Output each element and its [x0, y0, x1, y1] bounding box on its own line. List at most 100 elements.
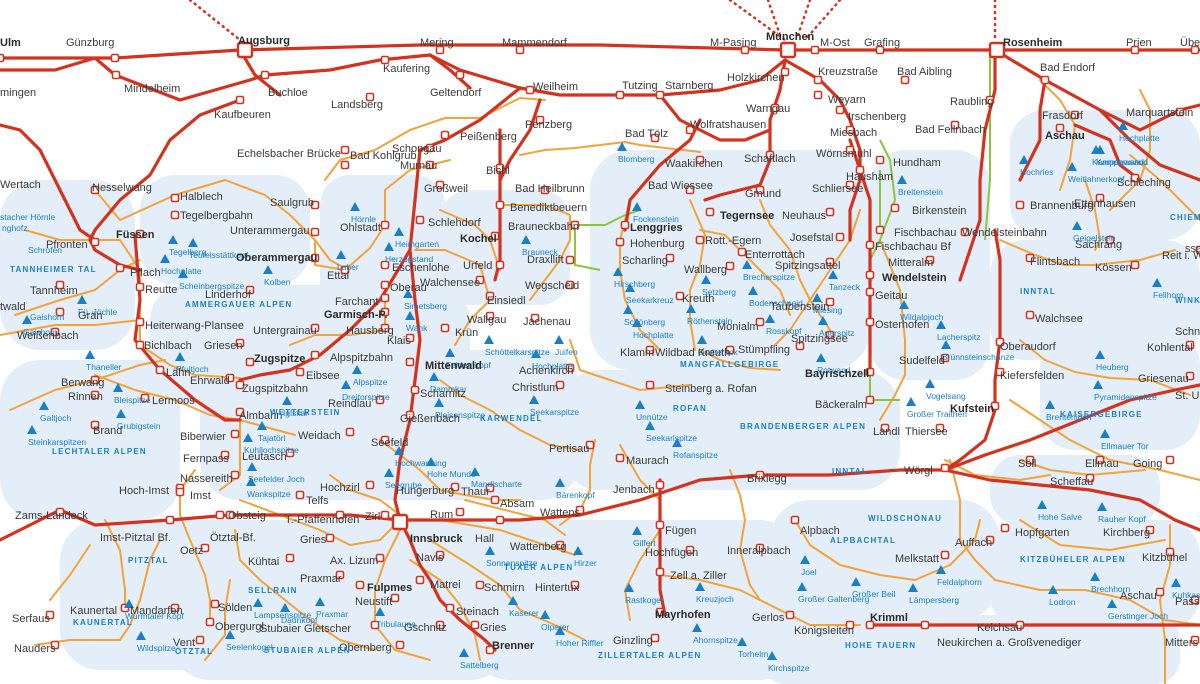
- station-label-geltendorf[interactable]: Geltendorf: [430, 87, 482, 99]
- station-label-badkohlgrub[interactable]: Bad Kohlgrub: [350, 150, 417, 162]
- station-label-schliersee[interactable]: Schliersee: [812, 183, 863, 195]
- station-label-kuehtai[interactable]: Kühtai: [248, 556, 279, 568]
- station-label-soelden[interactable]: Sölden: [218, 602, 252, 614]
- station-label-tutzing[interactable]: Tutzing: [622, 80, 658, 92]
- station-label-steinberg[interactable]: Steinberg a. Rofan: [665, 383, 757, 395]
- station-label-mandarfen[interactable]: Mandarfen: [130, 605, 183, 617]
- station-label-wendelsteinbahn[interactable]: Wendelsteinbahn: [962, 227, 1047, 239]
- station-label-biberwier[interactable]: Biberwier: [180, 431, 226, 443]
- station-label-nassereith[interactable]: Nassereith: [180, 473, 233, 485]
- station-label-woernsmuehl[interactable]: Wörnsmühl: [816, 148, 872, 160]
- station-label-ulm[interactable]: Ulm: [0, 37, 21, 49]
- station-label-oberau[interactable]: Oberau: [390, 282, 427, 294]
- station-label-heiterwang[interactable]: Heiterwang-Plansee: [145, 320, 244, 332]
- station-label-weilheim[interactable]: Weilheim: [533, 81, 578, 93]
- station-label-tegernsee[interactable]: Tegernsee: [720, 210, 774, 222]
- station-label-almbahn[interactable]: Almbahn: [239, 410, 282, 422]
- station-label-kiefersfelden[interactable]: Kiefersfelden: [1000, 370, 1064, 382]
- station-label-koessen[interactable]: Kössen: [1095, 262, 1132, 274]
- station-label-wattenberg[interactable]: Wattenberg: [510, 541, 566, 553]
- station-label-alpbach[interactable]: Alpbach: [800, 525, 840, 537]
- station-label-ettenhausen[interactable]: Ettenhausen: [1074, 198, 1136, 210]
- station-label-halblech[interactable]: Halblech: [180, 191, 223, 203]
- station-label-aschau2[interactable]: Aschau: [1120, 590, 1157, 602]
- station-label-telfs[interactable]: Telfs: [306, 495, 329, 507]
- station-label-brauneckbahn[interactable]: Brauneckbahn: [508, 221, 579, 233]
- station-label-graen[interactable]: Grän: [78, 310, 102, 322]
- station-label-flintsbach[interactable]: Flintsbach: [1030, 256, 1080, 268]
- station-label-urfeld[interactable]: Urfeld: [463, 260, 492, 272]
- station-label-farchant[interactable]: Farchant: [335, 296, 378, 308]
- station-label-oberammergau[interactable]: Oberammergau: [236, 252, 317, 264]
- station-label-gschnitz[interactable]: Gschnitz: [404, 622, 447, 634]
- station-label-aschau[interactable]: Aschau: [1045, 130, 1085, 142]
- station-label-brenner[interactable]: Brenner: [492, 640, 535, 652]
- station-label-ginzling[interactable]: Ginzling: [613, 635, 653, 647]
- station-label-hausberg[interactable]: Hausberg: [346, 325, 394, 337]
- station-label-kelchsau[interactable]: Kelchsau: [977, 622, 1022, 634]
- station-label-fischbachau[interactable]: Fischbachau: [894, 227, 956, 239]
- station-label-kreuth[interactable]: Kreuth: [682, 293, 714, 305]
- station-label-griesenau[interactable]: Griesenau: [1138, 373, 1189, 385]
- station-label-tegelbergbahn[interactable]: Tegelbergbahn: [180, 210, 253, 222]
- station-label-kufstein[interactable]: Kufstein: [950, 403, 994, 415]
- station-label-thiersee[interactable]: Thiersee: [905, 426, 948, 438]
- station-label-lermoos[interactable]: Lermoos: [152, 395, 195, 407]
- station-label-reindlau[interactable]: Reindlau: [328, 398, 371, 410]
- station-label-eibsee[interactable]: Eibsee: [306, 370, 340, 382]
- station-label-melkstatt[interactable]: Melkstatt: [895, 553, 939, 565]
- station-label-hohenburg[interactable]: Hohenburg: [630, 238, 684, 250]
- station-label-oetz[interactable]: Oetz: [180, 545, 203, 557]
- station-label-waakirchen[interactable]: Waakirchen: [665, 158, 723, 170]
- station-label-klais[interactable]: Klais: [387, 335, 411, 347]
- station-label-mitters[interactable]: Mitters: [1165, 637, 1199, 649]
- station-label-mitteralm[interactable]: Mitteralm: [888, 257, 933, 269]
- station-label-schlehdorf[interactable]: Schlehdorf: [428, 217, 482, 229]
- station-label-landl[interactable]: Landl: [873, 426, 900, 438]
- station-label-laehn[interactable]: Lähn: [166, 367, 190, 379]
- station-label-peissenberg[interactable]: Peißenberg: [460, 131, 517, 143]
- station-label-krimml[interactable]: Krimml: [870, 612, 908, 624]
- station-label-raubling[interactable]: Raubling: [950, 96, 993, 108]
- station-label-wallgau[interactable]: Wallgau: [467, 314, 506, 326]
- station-label-neustift[interactable]: Neustift: [355, 596, 392, 608]
- station-label-geitau[interactable]: Geitau: [875, 290, 907, 302]
- station-label-bayrischzell[interactable]: Bayrischzell: [805, 368, 869, 380]
- station-label-jachenau[interactable]: Jachenau: [523, 316, 571, 328]
- station-label-brixlegg[interactable]: Brixlegg: [747, 473, 787, 485]
- station-label-einsiedl[interactable]: Einsiedl: [487, 295, 526, 307]
- station-label-wertach[interactable]: Wertach: [0, 179, 41, 191]
- station-label-grafing[interactable]: Grafing: [864, 37, 900, 49]
- station-label-klamm[interactable]: Klamm: [620, 347, 654, 359]
- station-label-pfronten[interactable]: Pfronten: [46, 239, 88, 251]
- station-label-birkenstein[interactable]: Birkenstein: [912, 205, 966, 217]
- station-label-muenchen[interactable]: München: [766, 31, 815, 43]
- station-label-soell[interactable]: Söll: [1018, 458, 1036, 470]
- station-label-osterhofen[interactable]: Osterhofen: [875, 319, 929, 331]
- station-label-most[interactable]: M-Ost: [820, 37, 850, 49]
- station-label-garmisch[interactable]: Garmisch-P.: [324, 309, 387, 321]
- station-label-miesbach[interactable]: Miesbach: [830, 127, 877, 139]
- station-label-thaur[interactable]: Thaur: [461, 486, 490, 498]
- station-label-kohlental[interactable]: Kohlental: [1147, 342, 1193, 354]
- station-label-seefeld[interactable]: Seefeld: [371, 437, 408, 449]
- station-label-ettal[interactable]: Ettal: [327, 270, 349, 282]
- station-label-obsteig[interactable]: Obsteig: [228, 510, 266, 522]
- station-label-spitzingsattel[interactable]: Spitzingsattel: [775, 260, 840, 272]
- station-label-koenigsleiten[interactable]: Königsleiten: [794, 625, 854, 637]
- station-label-badwiessee[interactable]: Bad Wiessee: [648, 180, 713, 192]
- station-label-hall[interactable]: Hall: [475, 533, 494, 545]
- station-label-wolfratshausen[interactable]: Wolfratshausen: [690, 119, 766, 131]
- station-label-saulgrub[interactable]: Saulgrub: [270, 197, 314, 209]
- station-label-stubaiergl[interactable]: Stubaier Gletscher: [260, 623, 351, 635]
- station-label-hungerburg[interactable]: Hungerburg: [396, 485, 454, 497]
- station-label-schleching[interactable]: Schleching: [1117, 177, 1171, 189]
- station-label-brand[interactable]: Brand: [93, 425, 122, 437]
- station-label-scharling[interactable]: Scharling: [622, 255, 668, 267]
- station-label-holzkirchen[interactable]: Holzkirchen: [727, 72, 784, 84]
- station-label-warngau[interactable]: Warngau: [746, 103, 790, 115]
- station-label-gerlos[interactable]: Gerlos: [752, 612, 785, 624]
- station-label-ellmau[interactable]: Ellmau: [1085, 458, 1119, 470]
- station-label-fulpmes[interactable]: Fulpmes: [367, 582, 412, 594]
- station-label-scheffau[interactable]: Scheffau: [1050, 476, 1093, 488]
